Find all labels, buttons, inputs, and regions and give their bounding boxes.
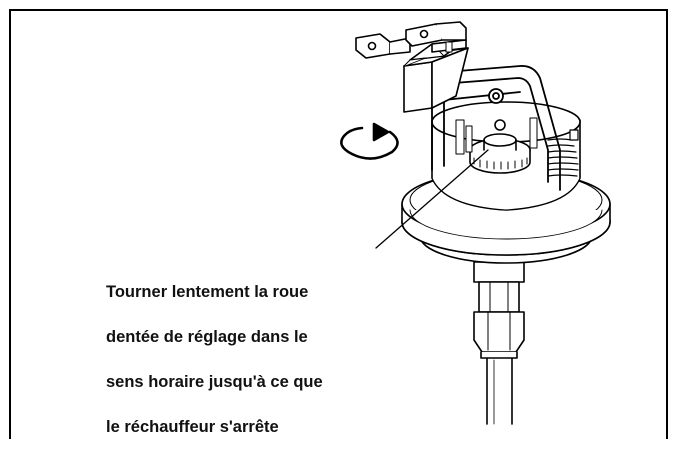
- caption-line-3: sens horaire jusqu'à ce que: [106, 372, 323, 391]
- inner-tabs: [455, 117, 538, 155]
- caption-line-1: Tourner lentement la roue: [106, 282, 309, 301]
- pressure-switch-diagram: Tourner lentement la roue dentée de régl…: [9, 9, 668, 439]
- adjustment-gear: [469, 119, 531, 174]
- figure-frame: [9, 9, 668, 439]
- spade-terminals: [355, 21, 467, 59]
- pressure-switch-illustration: [340, 21, 611, 425]
- caption-leader-line: [375, 149, 489, 249]
- caption-line-2: dentée de réglage dans le: [106, 327, 308, 346]
- caption-line-4: le réchauffeur s'arrête: [106, 417, 279, 436]
- hex-fitting: [473, 261, 525, 359]
- pipe-stem: [486, 354, 513, 425]
- instruction-caption: Tourner lentement la roue dentée de régl…: [106, 258, 406, 461]
- spring-rings: [547, 129, 579, 177]
- electrical-connector: [403, 39, 469, 113]
- clockwise-arrow-icon: [340, 122, 399, 160]
